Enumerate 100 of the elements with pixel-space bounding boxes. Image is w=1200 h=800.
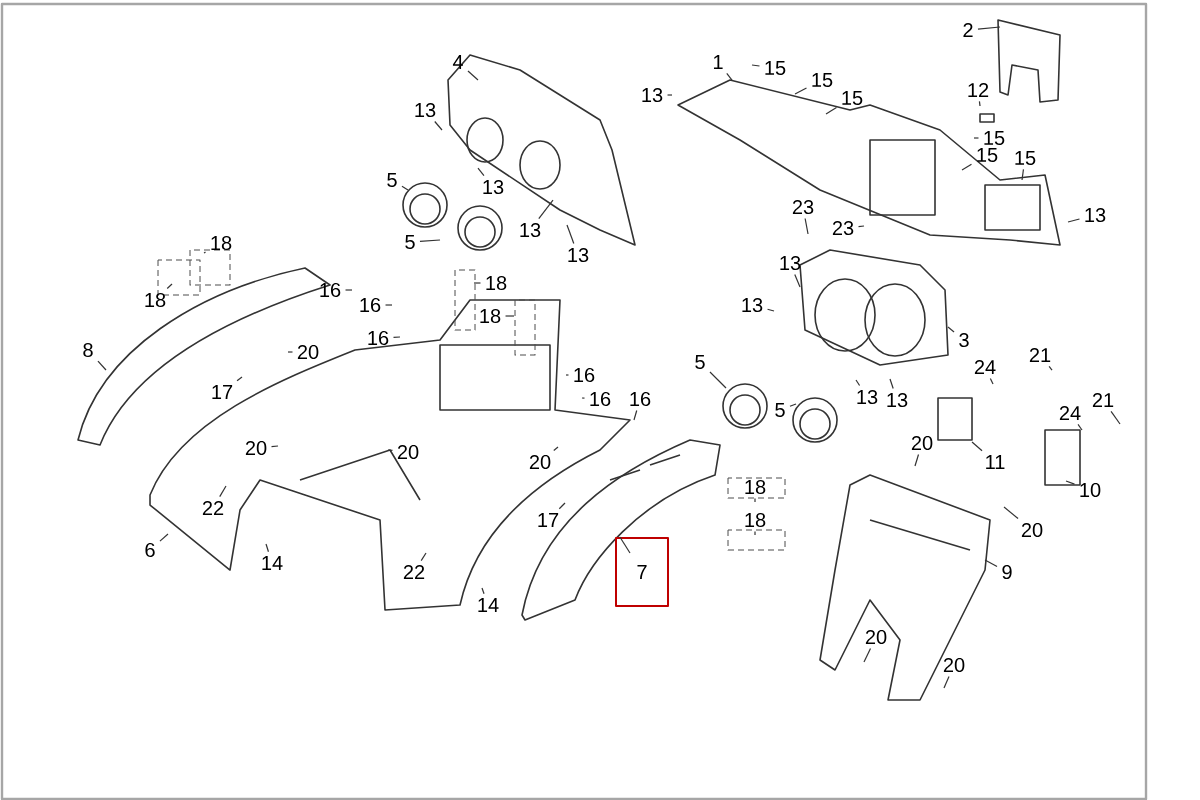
- callout-number: 20: [529, 454, 551, 470]
- leader-line: [1065, 480, 1076, 485]
- leader-line: [751, 64, 761, 67]
- callout-number: 5: [405, 235, 415, 249]
- callout-number: 5: [695, 355, 705, 369]
- leader-line: [971, 441, 983, 452]
- callout-number: 20: [911, 435, 933, 451]
- leader-line: [558, 502, 566, 510]
- callout-number: 20: [245, 440, 267, 456]
- callout-number: 10: [1080, 482, 1101, 498]
- callout-number: 20: [297, 344, 319, 360]
- leader-line: [961, 163, 973, 171]
- leader-line: [666, 94, 673, 96]
- callout-number: 23: [832, 220, 854, 236]
- leader-line: [219, 485, 227, 498]
- callout-number: 21: [1029, 348, 1051, 362]
- callout-number: 3: [959, 332, 969, 348]
- leader-line: [159, 533, 169, 542]
- callout-number: 13: [483, 179, 504, 195]
- leader-line: [1021, 168, 1025, 181]
- leader-line: [1110, 410, 1121, 425]
- leader-line: [754, 497, 756, 503]
- leader-line: [789, 403, 797, 407]
- leader-line: [434, 120, 443, 131]
- leader-line: [565, 374, 570, 376]
- leader-line: [419, 239, 441, 242]
- callout-number: 22: [403, 565, 425, 579]
- leader-line: [633, 409, 638, 421]
- leader-line: [203, 251, 207, 254]
- leader-line: [947, 326, 955, 333]
- leader-line: [270, 445, 279, 448]
- leader-line: [538, 199, 554, 220]
- leader-line: [855, 379, 861, 387]
- leader-line: [766, 308, 775, 312]
- leader-line: [387, 449, 394, 452]
- leader-line: [1067, 218, 1081, 223]
- leader-line: [914, 453, 920, 467]
- callout-number: 18: [145, 292, 166, 308]
- callout-number: 8: [83, 342, 93, 358]
- leader-line: [287, 351, 294, 353]
- callout-number: 18: [211, 235, 232, 251]
- leader-line: [1077, 423, 1083, 431]
- callout-number: 18: [486, 275, 507, 291]
- leader-line: [166, 283, 173, 290]
- callout-number: 13: [780, 255, 801, 271]
- leader-line: [863, 647, 872, 663]
- leader-line: [473, 282, 482, 284]
- callout-number: 15: [977, 148, 998, 162]
- leader-line: [984, 559, 998, 568]
- callout-number: 13: [1085, 207, 1106, 223]
- leader-line: [794, 87, 808, 95]
- callout-number: 18: [745, 479, 766, 495]
- callout-number: 13: [742, 297, 763, 313]
- callout-number: 16: [368, 330, 389, 346]
- callout-number: 13: [415, 102, 436, 118]
- leader-line: [467, 70, 479, 81]
- callout-number: 22: [202, 501, 224, 515]
- leader-line: [804, 217, 809, 235]
- leader-line: [236, 376, 243, 382]
- leader-line: [943, 675, 950, 689]
- callout-number: 13: [568, 247, 589, 263]
- leader-line: [265, 543, 270, 553]
- callout-number: 20: [865, 629, 887, 645]
- callout-number: 15: [842, 91, 863, 105]
- callout-number: 16: [360, 297, 381, 313]
- leader-line: [384, 304, 393, 306]
- callout-number: 18: [480, 308, 501, 324]
- callout-number: 16: [320, 282, 341, 298]
- callout-number: 5: [387, 173, 397, 187]
- leader-line: [420, 552, 427, 562]
- callout-number: 17: [212, 385, 233, 399]
- leader-line: [504, 315, 515, 317]
- callout-number: 13: [857, 389, 878, 405]
- highlighted-callout-number: 7: [615, 537, 669, 607]
- leader-line: [97, 360, 107, 371]
- callout-number: 15: [765, 61, 786, 75]
- leader-line: [553, 446, 559, 452]
- callout-number: 16: [574, 367, 595, 383]
- leader-line: [989, 377, 994, 385]
- leader-line: [825, 106, 838, 115]
- leader-line: [977, 26, 1001, 30]
- leader-line: [1003, 506, 1019, 520]
- callout-number: 23: [792, 199, 814, 215]
- callout-number: 13: [520, 222, 541, 238]
- callout-number: 24: [974, 360, 996, 374]
- leader-line: [726, 72, 733, 81]
- callout-number: 15: [1015, 151, 1036, 165]
- callout-number: 20: [943, 657, 965, 673]
- leader-line: [889, 378, 894, 390]
- leader-line: [477, 167, 485, 177]
- leader-line: [401, 185, 409, 191]
- callout-number: 21: [1092, 393, 1114, 407]
- callout-number: 11: [986, 455, 1005, 469]
- leader-line: [709, 371, 727, 389]
- callout-number: 20: [397, 444, 419, 460]
- callout-number: 20: [1021, 522, 1043, 538]
- callout-number: 2: [963, 23, 973, 37]
- callout-number: 1: [714, 55, 723, 69]
- callout-number: 17: [538, 513, 559, 527]
- leader-line: [973, 137, 980, 139]
